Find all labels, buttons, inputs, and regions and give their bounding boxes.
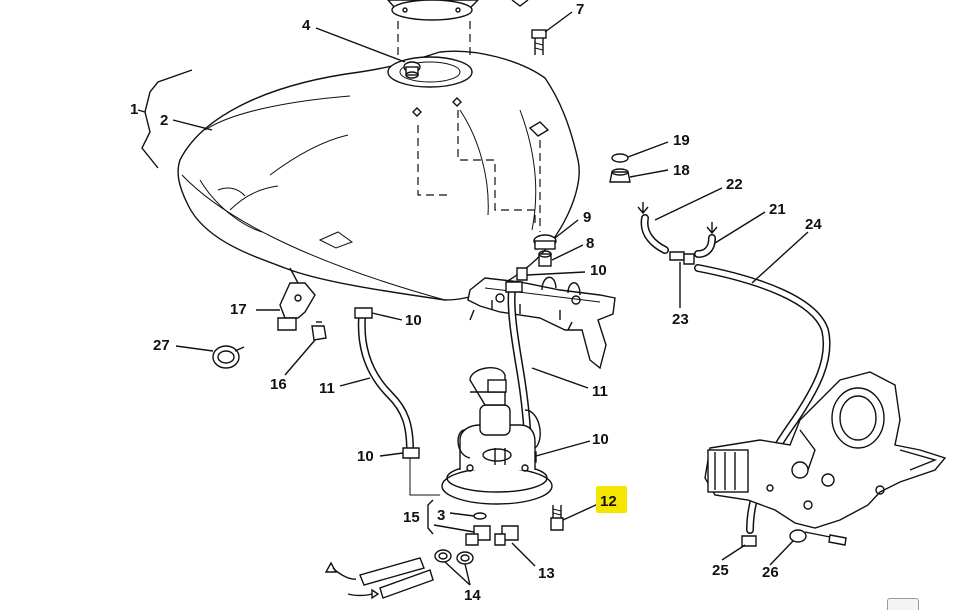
fitting-13 (494, 525, 519, 546)
label-19[interactable]: 19 (673, 132, 690, 149)
label-15[interactable]: 15 (403, 509, 420, 526)
label-13[interactable]: 13 (538, 565, 555, 582)
hose-11-left (357, 314, 414, 454)
damper-9 (533, 234, 557, 250)
label-9[interactable]: 9 (583, 209, 591, 226)
grommet-4 (403, 61, 421, 79)
engine-crankcase (704, 371, 947, 529)
label-17[interactable]: 17 (230, 301, 247, 318)
label-3[interactable]: 3 (437, 507, 445, 524)
fuel-tank (177, 20, 580, 301)
label-10c[interactable]: 10 (357, 448, 374, 465)
washer-19 (611, 153, 629, 163)
bolt-16 (311, 321, 327, 341)
clamp-10a (354, 307, 373, 319)
label-12[interactable]: 12 (600, 493, 617, 510)
label-11a[interactable]: 11 (319, 380, 335, 397)
label-1[interactable]: 1 (130, 101, 138, 118)
clamp-10c (402, 447, 420, 459)
label-27[interactable]: 27 (153, 337, 170, 354)
label-23[interactable]: 23 (672, 311, 689, 328)
label-4[interactable]: 4 (302, 17, 311, 34)
bolt-12 (550, 505, 564, 531)
label-2[interactable]: 2 (160, 112, 168, 129)
label-14[interactable]: 14 (464, 587, 481, 604)
leader-lines (137, 11, 809, 586)
frame-bracket (467, 276, 616, 370)
oring-3 (473, 512, 487, 520)
label-16[interactable]: 16 (270, 376, 287, 393)
tank-bracket-17 (277, 267, 316, 331)
grommet-27 (212, 345, 245, 369)
short-hoses (324, 557, 434, 600)
part-labels: 1 2 3 4 7 8 9 10 10 10 10 11 11 12 13 14… (130, 1, 822, 604)
label-24[interactable]: 24 (805, 216, 822, 233)
damper-18 (609, 168, 631, 183)
label-26[interactable]: 26 (762, 564, 779, 581)
bolt-7 (531, 29, 547, 55)
filler-cap-flange (387, 0, 529, 21)
label-25[interactable]: 25 (712, 562, 729, 579)
hose-22 (637, 202, 669, 254)
label-10b[interactable]: 10 (590, 262, 607, 279)
label-11b[interactable]: 11 (592, 383, 608, 400)
label-21[interactable]: 21 (769, 201, 786, 218)
label-22[interactable]: 22 (726, 176, 743, 193)
clamp-10b (505, 267, 528, 293)
fuel-pump-assembly (441, 367, 553, 505)
label-8[interactable]: 8 (586, 235, 594, 252)
label-7[interactable]: 7 (576, 1, 584, 18)
collar-8 (538, 250, 552, 267)
scroll-handle[interactable] (887, 598, 919, 610)
label-18[interactable]: 18 (673, 162, 690, 179)
clamp-26 (789, 529, 847, 546)
label-10a[interactable]: 10 (405, 312, 422, 329)
label-10d[interactable]: 10 (592, 431, 609, 448)
fitting-15 (465, 525, 491, 546)
clamp-25 (741, 535, 757, 547)
highlight-box-12 (596, 486, 627, 513)
hose-21 (694, 222, 718, 258)
clamps-23 (669, 251, 695, 265)
clamps-14 (434, 549, 474, 565)
